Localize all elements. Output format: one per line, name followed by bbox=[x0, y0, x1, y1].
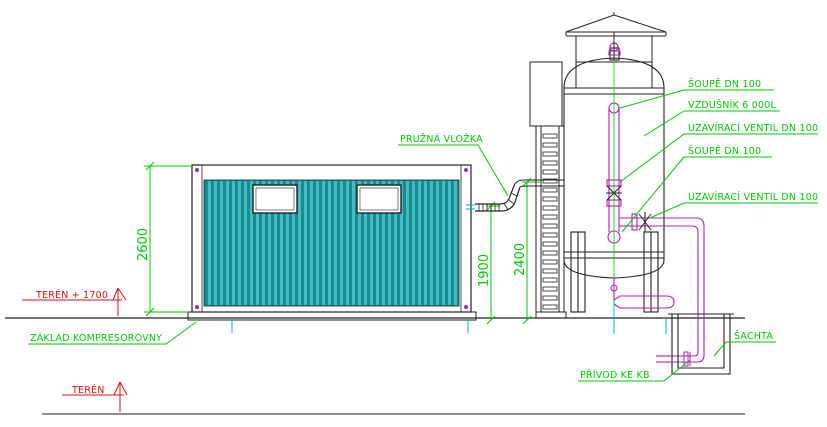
ladder-rung bbox=[542, 160, 558, 166]
container-rib bbox=[286, 181, 289, 305]
ladder-rung bbox=[542, 259, 558, 265]
ladder-rung bbox=[542, 151, 558, 157]
container-rib bbox=[358, 181, 361, 305]
dimension-2400-label: 2400 bbox=[513, 243, 528, 276]
ladder-rung bbox=[542, 196, 558, 202]
container-rib bbox=[442, 181, 445, 305]
dimension-2400 bbox=[522, 177, 540, 325]
container-rib bbox=[340, 181, 343, 305]
drain-pipe bbox=[610, 278, 675, 309]
terrain-label: TERÉN bbox=[71, 384, 105, 396]
dimension-2600 bbox=[144, 161, 192, 317]
ladder-rung bbox=[542, 250, 558, 256]
dimension-2600-label: 2600 bbox=[136, 228, 151, 261]
container-rib bbox=[208, 181, 211, 305]
container-rib bbox=[244, 181, 247, 305]
ladder-rung bbox=[542, 304, 558, 310]
label-zaklad: ZÁKLAD KOMPRESOROVNY bbox=[30, 332, 162, 344]
ladder-rung bbox=[542, 223, 558, 229]
container-ribs bbox=[208, 181, 457, 305]
container-rib bbox=[364, 181, 367, 305]
container-rib bbox=[256, 181, 259, 305]
ladder-rung bbox=[542, 205, 558, 211]
shaft-valve bbox=[683, 351, 691, 367]
ladder-rung bbox=[542, 232, 558, 238]
container-rib bbox=[232, 181, 235, 305]
container-rib bbox=[316, 181, 319, 305]
terrain-marker bbox=[113, 381, 128, 412]
container-rib bbox=[268, 181, 271, 305]
container-rib bbox=[376, 181, 379, 305]
container-rib bbox=[292, 181, 295, 305]
container-rib bbox=[370, 181, 373, 305]
ladder-rung bbox=[542, 178, 558, 184]
ladder-rung bbox=[542, 169, 558, 175]
ladder-rung bbox=[542, 241, 558, 247]
container-rib bbox=[280, 181, 283, 305]
container-rib bbox=[238, 181, 241, 305]
container-rib bbox=[430, 181, 433, 305]
container-rib bbox=[454, 181, 457, 305]
container-rib bbox=[304, 181, 307, 305]
terrain-plus-marker bbox=[112, 287, 127, 316]
container-rib bbox=[412, 181, 415, 305]
container-rib bbox=[388, 181, 391, 305]
container-rib bbox=[424, 181, 427, 305]
label-privod: PŘÍVOD KE KB bbox=[580, 369, 650, 381]
container-rib bbox=[322, 181, 325, 305]
container bbox=[187, 164, 477, 333]
container-rib bbox=[394, 181, 397, 305]
container-rib bbox=[262, 181, 265, 305]
ladder-rung bbox=[542, 214, 558, 220]
label-uzaviraci-1: UZAVÍRACÍ VENTIL DN 100 bbox=[688, 122, 818, 134]
flexible-hose bbox=[466, 185, 521, 212]
container-window-right bbox=[356, 184, 402, 214]
container-rib bbox=[298, 181, 301, 305]
container-rib bbox=[328, 181, 331, 305]
container-rib bbox=[436, 181, 439, 305]
outlet-pipe bbox=[619, 213, 705, 363]
container-rib bbox=[250, 181, 253, 305]
container-rib bbox=[400, 181, 403, 305]
ladder-structure bbox=[529, 61, 565, 313]
container-rib bbox=[310, 181, 313, 305]
ladder-rung bbox=[542, 133, 558, 139]
label-vzdusnik: VZDUŠNÍK 6 000L bbox=[688, 99, 776, 111]
container-rib bbox=[418, 181, 421, 305]
terrain-plus-label: TERÉN + 1700 bbox=[35, 289, 108, 301]
container-rib bbox=[226, 181, 229, 305]
ladder-rung bbox=[542, 286, 558, 292]
ladder-rung bbox=[542, 187, 558, 193]
label-pruzna-vlozka: PRUŽNÁ VLOŽKA bbox=[400, 133, 483, 145]
label-sachta: ŠACHTA bbox=[734, 330, 773, 342]
ladder-rung bbox=[542, 295, 558, 301]
container-window-left bbox=[252, 184, 298, 214]
container-rib bbox=[448, 181, 451, 305]
container-rib bbox=[346, 181, 349, 305]
leader-lines bbox=[28, 89, 818, 382]
container-rib bbox=[334, 181, 337, 305]
container-rib bbox=[382, 181, 385, 305]
valve-uzaviraci bbox=[638, 212, 652, 232]
ladder-rungs bbox=[542, 133, 558, 310]
container-rib bbox=[214, 181, 217, 305]
label-uzaviraci-2: UZAVÍRACÍ VENTIL DN 100 bbox=[688, 191, 818, 203]
shaft bbox=[668, 313, 734, 375]
container-rib bbox=[406, 181, 409, 305]
container-rib bbox=[274, 181, 277, 305]
container-rib bbox=[352, 181, 355, 305]
ladder-rung bbox=[542, 142, 558, 148]
dimension-1900-label: 1900 bbox=[477, 254, 492, 287]
label-soupe-2: ŠOUPĚ DN 100 bbox=[688, 145, 761, 157]
label-soupe-top: ŠOUPĚ DN 100 bbox=[688, 78, 761, 90]
ladder-rung bbox=[542, 268, 558, 274]
container-rib bbox=[220, 181, 223, 305]
ladder-rung bbox=[542, 277, 558, 283]
